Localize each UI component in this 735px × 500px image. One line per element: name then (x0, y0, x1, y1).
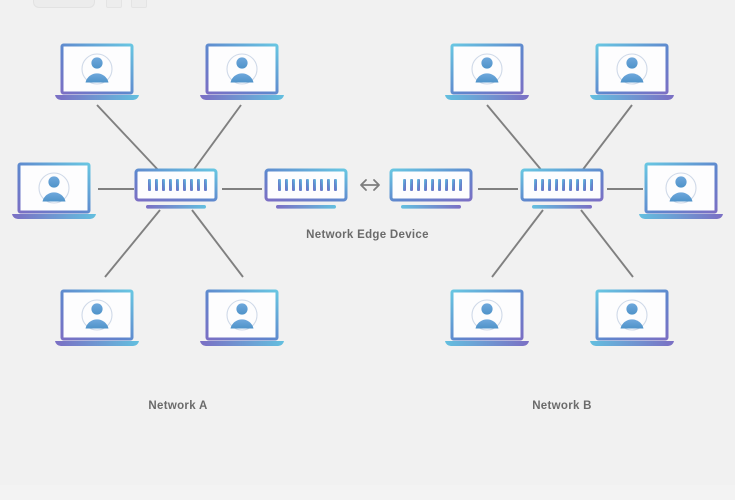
network-b-group (389, 43, 725, 348)
laptop-user-icon-b-bottom-left[interactable] (443, 289, 531, 348)
network-switch-icon-b-core[interactable] (520, 168, 604, 211)
link-b-bottom-right (580, 209, 634, 278)
chrome-square-2 (131, 0, 147, 8)
chrome-pill (33, 0, 95, 8)
link-a-top-right (191, 104, 242, 173)
laptop-user-icon-a-top-right[interactable] (198, 43, 286, 102)
network-a-label: Network A (148, 400, 208, 412)
link-a-top-left (96, 104, 161, 173)
connection-lines (96, 104, 643, 278)
bottom-strip (0, 485, 735, 500)
window-chrome-partial (0, 0, 735, 9)
laptop-user-icon-a-left[interactable] (10, 162, 98, 221)
laptop-user-icon-a-bottom-left[interactable] (53, 289, 141, 348)
chrome-square-1 (106, 0, 122, 8)
edge-device-label: Network Edge Device (306, 229, 429, 241)
laptop-user-icon-b-top-left[interactable] (443, 43, 531, 102)
bidirectional-arrow-icon (360, 179, 380, 191)
network-switch-icon-a-core[interactable] (134, 168, 218, 211)
laptop-user-icon-a-top-left[interactable] (53, 43, 141, 102)
link-b-top-left (486, 104, 544, 173)
laptop-user-icon-b-right[interactable] (637, 162, 725, 221)
network-a-group (10, 43, 348, 348)
link-a-bottom-left (104, 209, 161, 278)
laptop-user-icon-a-bottom-right[interactable] (198, 289, 286, 348)
link-a-bottom-right (191, 209, 244, 278)
laptop-user-icon-b-bottom-right[interactable] (588, 289, 676, 348)
link-b-top-right (580, 104, 633, 173)
network-switch-icon-b-edge-device[interactable] (389, 168, 473, 211)
network-switch-icon-a-edge-device[interactable] (264, 168, 348, 211)
network-b-label: Network B (532, 400, 592, 412)
laptop-user-icon-b-top-right[interactable] (588, 43, 676, 102)
link-b-bottom-left (491, 209, 544, 278)
